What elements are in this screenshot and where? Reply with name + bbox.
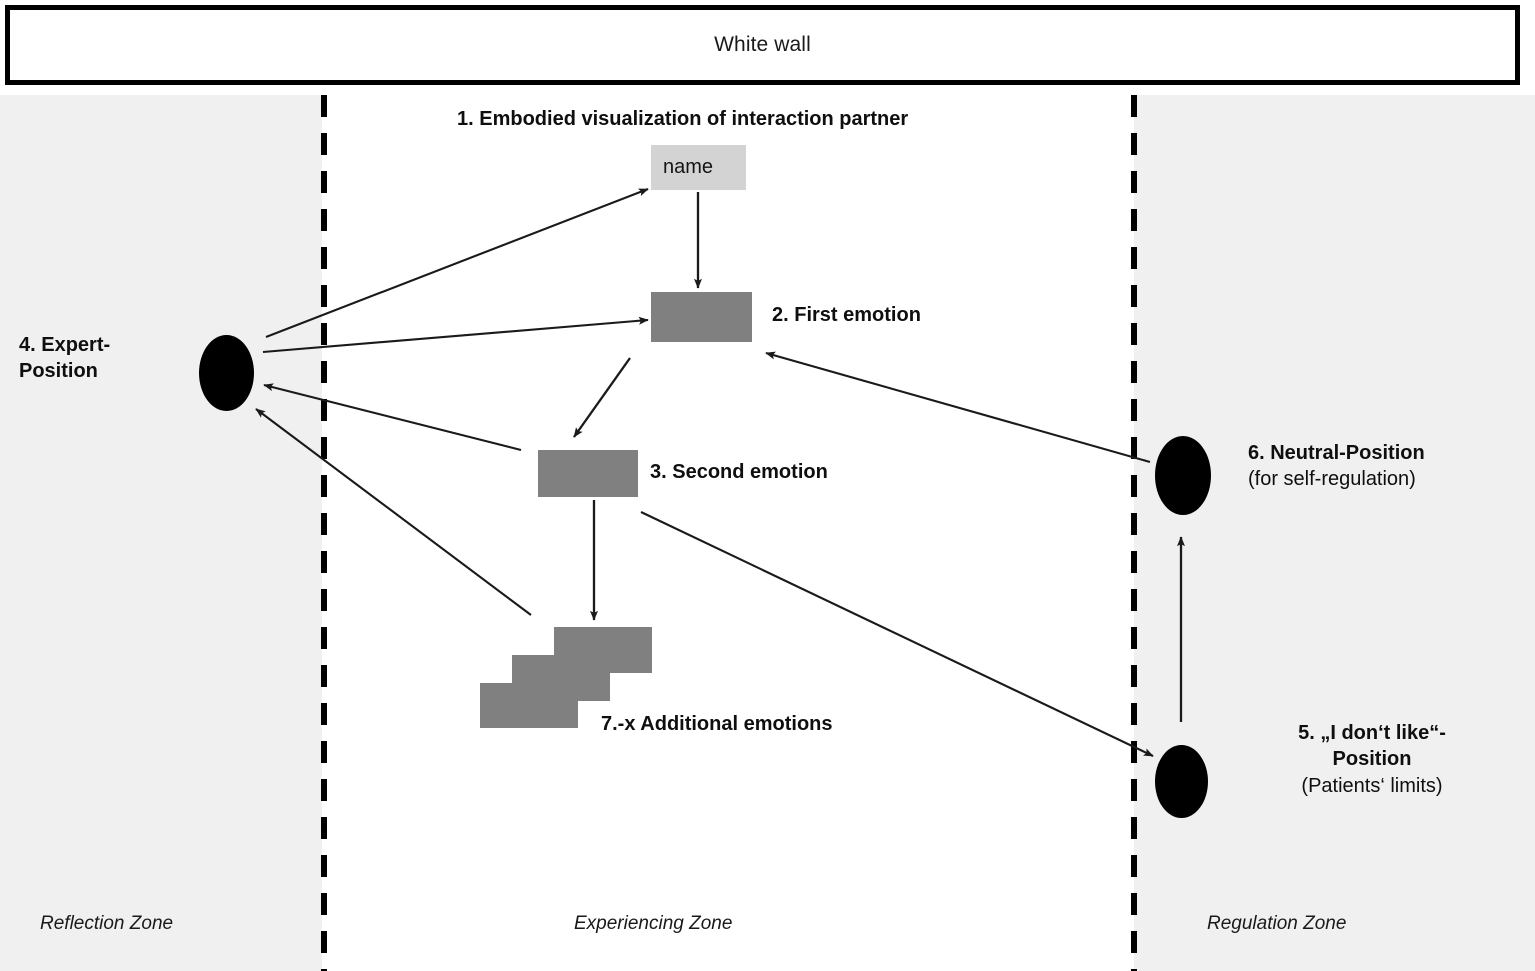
first-emotion-box[interactable] (651, 292, 752, 342)
additional-emotions-label: 7.-x Additional emotions (601, 713, 833, 735)
zone-experiencing: Experiencing Zone (322, 95, 1134, 971)
position-label-dislike: 5. „I don‘t like“- Position (Patients‘ l… (1222, 720, 1522, 799)
zone-divider-left (321, 95, 327, 971)
position-label-neutral-line2: (for self-regulation) (1248, 468, 1416, 491)
zone-experiencing-label: Experiencing Zone (574, 913, 733, 934)
zone-reflection: Reflection Zone (0, 95, 322, 971)
position-label-dislike-line1: 5. „I don‘t like“- (1298, 722, 1446, 744)
position-marker-expert[interactable] (199, 335, 254, 411)
position-label-dislike-line3: (Patients‘ limits) (1301, 774, 1443, 797)
white-wall-label: White wall (714, 33, 811, 56)
zone-regulation-label: Regulation Zone (1207, 913, 1347, 934)
position-label-neutral: 6. Neutral-Position (for self-regulation… (1248, 440, 1528, 493)
first-emotion-label: 2. First emotion (772, 304, 921, 326)
zone-reflection-label: Reflection Zone (40, 913, 174, 934)
diagram-title: 1. Embodied visualization of interaction… (457, 108, 909, 130)
second-emotion-box[interactable] (538, 450, 638, 497)
position-label-expert: 4. Expert- Position (19, 332, 194, 385)
name-box[interactable]: name (651, 145, 746, 190)
zone-regulation: Regulation Zone (1134, 95, 1535, 971)
position-marker-neutral[interactable] (1155, 436, 1211, 515)
position-label-dislike-line2: Position (1332, 748, 1412, 771)
additional-emotion-box-bottom[interactable] (480, 683, 578, 728)
zone-divider-right (1131, 95, 1137, 971)
position-marker-dislike[interactable] (1155, 745, 1208, 818)
position-label-expert-line2: Position (19, 360, 98, 383)
position-label-expert-line1: 4. Expert- (19, 334, 111, 356)
second-emotion-label: 3. Second emotion (650, 461, 828, 483)
white-wall-box: White wall (5, 5, 1520, 85)
position-label-neutral-line1: 6. Neutral-Position (1248, 442, 1425, 464)
name-box-value: name (663, 156, 714, 178)
